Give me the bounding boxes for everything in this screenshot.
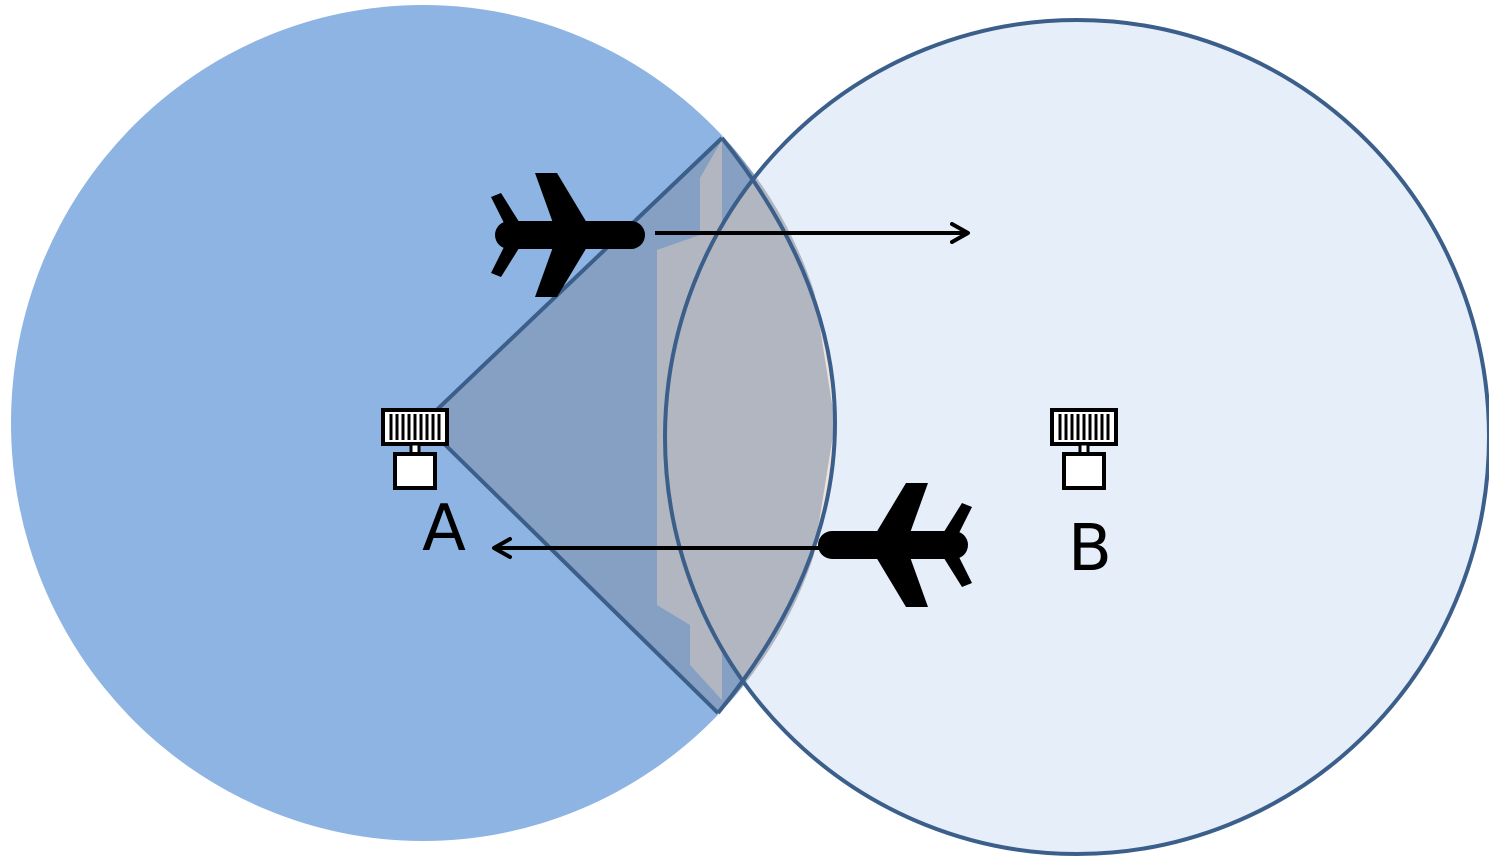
- radar-beam-outline: [421, 136, 724, 715]
- station-label-a: A: [422, 492, 466, 566]
- coverage-b-outline: [663, 18, 1489, 856]
- radar-beam-sector: [423, 138, 835, 713]
- station-label-b: B: [1068, 512, 1112, 586]
- coverage-a-arc: [716, 136, 838, 715]
